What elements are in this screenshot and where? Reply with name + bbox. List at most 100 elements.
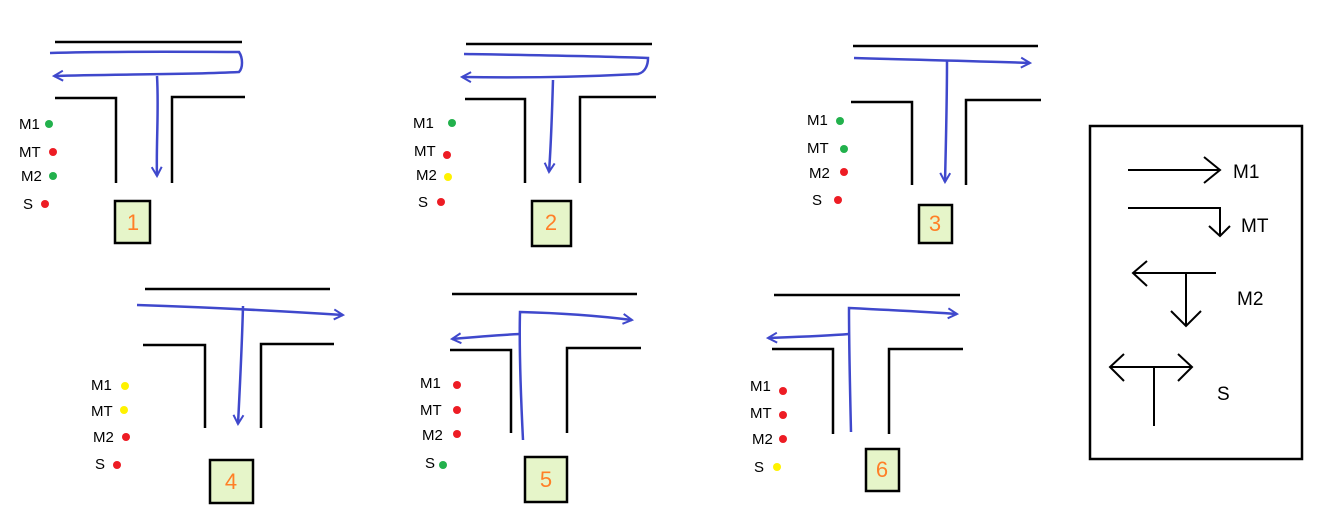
signal-label-mt: MT bbox=[91, 403, 113, 420]
legend: M1 MT M2 S bbox=[1088, 124, 1304, 461]
legend-mt-icon bbox=[1128, 207, 1231, 238]
signal-label-m1: M1 bbox=[413, 115, 434, 132]
signals: M1 MT M2 S bbox=[19, 116, 57, 213]
scenario-number: 5 bbox=[540, 467, 552, 492]
signal-label-m2: M2 bbox=[422, 427, 443, 444]
signal-light bbox=[779, 411, 787, 419]
signal-label-m2: M2 bbox=[21, 168, 42, 185]
signals: M1 MT M2 S bbox=[420, 375, 461, 472]
flow-arrows bbox=[136, 303, 343, 424]
flow-arrows bbox=[49, 50, 244, 176]
flow-arrow bbox=[136, 303, 343, 315]
signals: M1 MT M2 S bbox=[807, 112, 848, 209]
signal-label-mt: MT bbox=[750, 405, 772, 422]
signal-light bbox=[443, 151, 451, 159]
signals: M1 MT M2 S bbox=[91, 377, 130, 473]
signal-light bbox=[41, 200, 49, 208]
signals: M1 MT M2 S bbox=[750, 378, 787, 476]
flow-arrow bbox=[945, 60, 947, 182]
flow-arrows bbox=[462, 52, 650, 172]
scenario-4: M1 MT M2 S 4 bbox=[91, 287, 343, 505]
signal-light bbox=[122, 433, 130, 441]
legend-m2-icon bbox=[1131, 260, 1216, 328]
road bbox=[851, 44, 1041, 185]
scenario-number-box bbox=[208, 458, 255, 505]
road bbox=[55, 40, 245, 183]
signal-label-m2: M2 bbox=[416, 167, 437, 184]
flow-arrow bbox=[853, 56, 1030, 63]
legend-label-s: S bbox=[1217, 384, 1230, 405]
scenario-number-box bbox=[864, 447, 901, 493]
signal-label-m1: M1 bbox=[807, 112, 828, 129]
signal-light bbox=[444, 173, 452, 181]
flow-arrow bbox=[462, 52, 650, 77]
signal-label-mt: MT bbox=[414, 143, 436, 160]
legend-label-m1: M1 bbox=[1233, 162, 1259, 183]
scenario-number-box bbox=[530, 199, 573, 248]
signal-label-m2: M2 bbox=[809, 165, 830, 182]
signal-light bbox=[448, 119, 456, 127]
signal-label-s: S bbox=[754, 459, 764, 476]
signal-label-s: S bbox=[23, 196, 33, 213]
signal-light bbox=[779, 435, 787, 443]
legend-m1-icon bbox=[1128, 156, 1222, 184]
signal-light bbox=[453, 430, 461, 438]
legend-label-mt: MT bbox=[1241, 216, 1269, 237]
signals: M1 MT M2 S bbox=[413, 115, 456, 211]
signal-light bbox=[120, 406, 128, 414]
signal-label-mt: MT bbox=[19, 144, 41, 161]
signal-light bbox=[45, 120, 53, 128]
signal-label-s: S bbox=[812, 192, 822, 209]
flow-arrow bbox=[157, 75, 158, 176]
signal-label-s: S bbox=[425, 455, 435, 472]
legend-s-icon bbox=[1108, 353, 1194, 426]
flow-arrow bbox=[238, 305, 243, 424]
flow-arrows bbox=[853, 56, 1030, 182]
signal-light bbox=[121, 382, 129, 390]
flow-arrow bbox=[452, 334, 521, 339]
signal-label-m1: M1 bbox=[91, 377, 112, 394]
scenario-6: M1 MT M2 S 6 bbox=[750, 293, 963, 493]
flow-arrow bbox=[847, 306, 957, 433]
scenario-number: 6 bbox=[876, 457, 888, 482]
legend-label-m2: M2 bbox=[1237, 289, 1263, 310]
road bbox=[450, 292, 641, 433]
signal-label-mt: MT bbox=[420, 402, 442, 419]
signal-label-s: S bbox=[418, 194, 428, 211]
signal-light bbox=[773, 463, 781, 471]
signal-light bbox=[453, 381, 461, 389]
signal-label-m1: M1 bbox=[750, 378, 771, 395]
scenario-number-box bbox=[523, 455, 569, 504]
signal-light bbox=[49, 172, 57, 180]
flow-arrow bbox=[49, 50, 244, 76]
signal-light bbox=[840, 168, 848, 176]
signal-light bbox=[840, 145, 848, 153]
scenario-number: 1 bbox=[127, 210, 139, 235]
signal-light bbox=[779, 387, 787, 395]
scenario-number: 4 bbox=[225, 469, 237, 494]
signal-label-m2: M2 bbox=[752, 431, 773, 448]
scenario-1: M1 MT M2 S 1 bbox=[19, 40, 245, 245]
scenario-number-box bbox=[113, 199, 152, 245]
signal-light bbox=[49, 148, 57, 156]
scenario-number: 2 bbox=[545, 210, 557, 235]
flow-arrows bbox=[452, 310, 632, 441]
scenario-3: M1 MT M2 S 3 bbox=[807, 44, 1041, 245]
scenario-number-box bbox=[917, 203, 954, 245]
flow-arrow bbox=[518, 310, 632, 441]
signal-label-s: S bbox=[95, 456, 105, 473]
road bbox=[772, 293, 963, 434]
scenario-2: M1 MT M2 S 2 bbox=[413, 42, 656, 248]
signal-light bbox=[437, 198, 445, 206]
signal-label-mt: MT bbox=[807, 140, 829, 157]
flow-arrow bbox=[549, 79, 553, 172]
signal-light bbox=[834, 196, 842, 204]
signal-light bbox=[439, 461, 447, 469]
flow-arrow bbox=[768, 334, 850, 338]
signal-label-m1: M1 bbox=[19, 116, 40, 133]
road bbox=[465, 42, 656, 183]
scenario-number: 3 bbox=[929, 211, 941, 236]
signal-label-m2: M2 bbox=[93, 429, 114, 446]
signal-light bbox=[836, 117, 844, 125]
